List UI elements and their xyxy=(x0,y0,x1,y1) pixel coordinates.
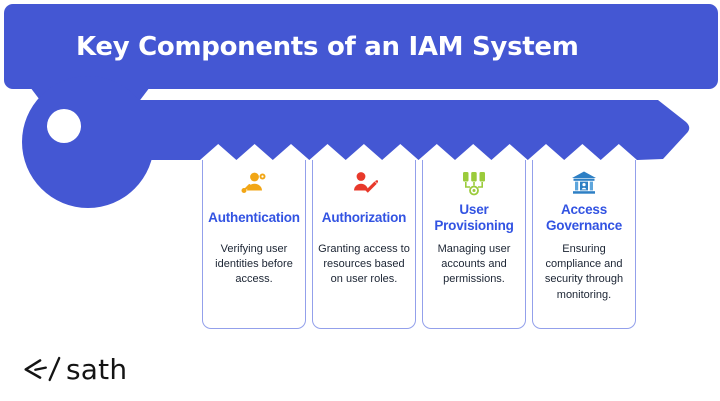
logo-text: sath xyxy=(66,352,128,386)
user-edit-icon xyxy=(350,169,378,196)
card-authorization: Authorization Granting access to resourc… xyxy=(312,160,416,329)
card-title: User Provisioning xyxy=(434,202,514,233)
card-description: Verifying user identities before access. xyxy=(215,243,293,286)
bank-icon xyxy=(570,169,598,196)
provisioning-network-icon xyxy=(460,169,488,196)
card-access-governance: Access Governance Ensuring compliance an… xyxy=(532,160,636,329)
card-description: Managing user accounts and permissions. xyxy=(437,243,511,286)
card-user-provisioning: User Provisioning Managing user accounts… xyxy=(422,160,526,329)
card-authentication: Authentication Verifying user identities… xyxy=(202,160,306,329)
card-description: Granting access to resources based on us… xyxy=(318,243,410,286)
code-slash-logo-mark xyxy=(24,356,61,382)
key-shaft xyxy=(95,100,690,160)
page-title: Key Components of an IAM System xyxy=(76,31,579,62)
key-hole xyxy=(47,109,81,143)
banner-bar xyxy=(4,4,718,89)
card-title: Authentication xyxy=(208,210,300,226)
card-title: Access Governance xyxy=(545,202,623,233)
card-description: Ensuring compliance and security through… xyxy=(544,243,624,301)
sath-logo: sath xyxy=(20,349,127,389)
card-title: Authorization xyxy=(321,210,407,226)
user-key-icon xyxy=(240,169,268,196)
